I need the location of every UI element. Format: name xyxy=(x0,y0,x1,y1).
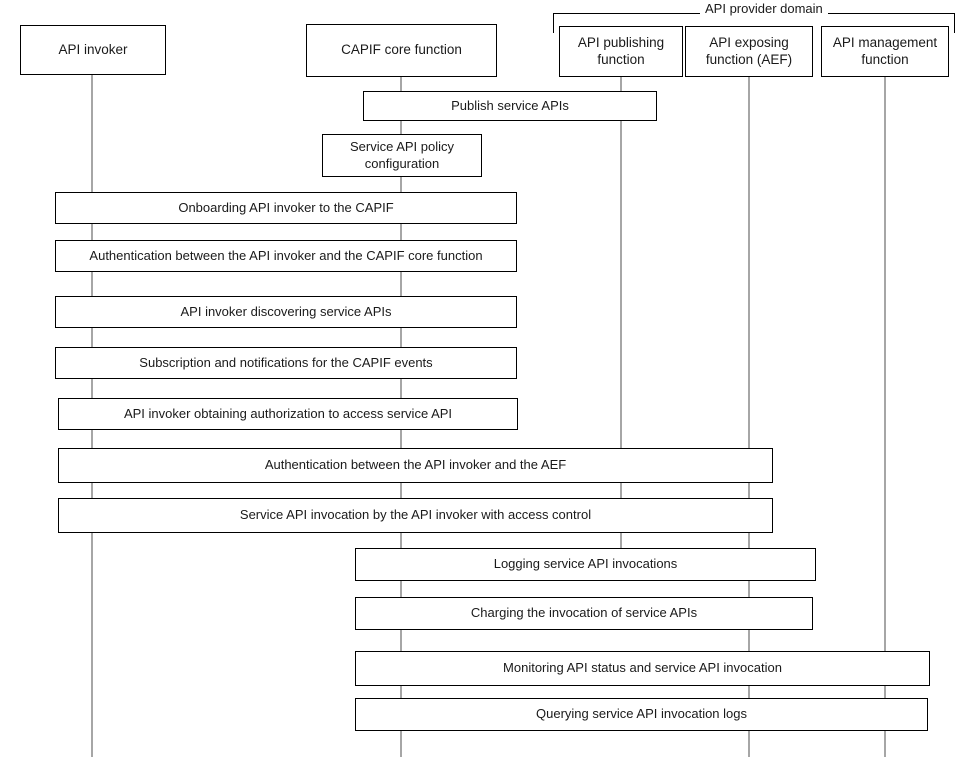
step-authentication-invoker-core[interactable]: Authentication between the API invoker a… xyxy=(55,240,517,272)
step-discovering-service-apis-label: API invoker discovering service APIs xyxy=(180,303,392,319)
actor-api-exposing-function-label: API exposing function (AEF) xyxy=(705,34,793,67)
step-onboarding-api-invoker[interactable]: Onboarding API invoker to the CAPIF xyxy=(55,192,517,224)
step-discovering-service-apis[interactable]: API invoker discovering service APIs xyxy=(55,296,517,328)
lifeline-api-management-function xyxy=(884,77,886,757)
lifeline-api-exposing-function xyxy=(748,77,750,757)
step-monitoring-api-status-label: Monitoring API status and service API in… xyxy=(503,660,782,676)
step-publish-service-apis[interactable]: Publish service APIs xyxy=(363,91,657,121)
actor-api-management-function-label: API management function xyxy=(832,34,938,67)
step-authentication-invoker-core-label: Authentication between the API invoker a… xyxy=(89,247,483,263)
step-monitoring-api-status[interactable]: Monitoring API status and service API in… xyxy=(355,651,930,686)
step-authentication-invoker-aef[interactable]: Authentication between the API invoker a… xyxy=(58,448,773,483)
actor-api-management-function[interactable]: API management function xyxy=(821,26,949,77)
step-querying-invocation-logs[interactable]: Querying service API invocation logs xyxy=(355,698,928,731)
actor-capif-core-function[interactable]: CAPIF core function xyxy=(306,24,497,77)
actor-api-invoker[interactable]: API invoker xyxy=(20,25,166,75)
lifeline-api-publishing-function xyxy=(620,77,622,563)
step-publish-service-apis-label: Publish service APIs xyxy=(451,97,569,113)
actor-capif-core-function-label: CAPIF core function xyxy=(341,42,462,58)
step-service-api-policy-configuration[interactable]: Service API policy configuration xyxy=(322,134,482,177)
step-querying-invocation-logs-label: Querying service API invocation logs xyxy=(536,706,747,722)
step-service-api-policy-configuration-label: Service API policy configuration xyxy=(349,138,455,171)
step-logging-service-api-invocations[interactable]: Logging service API invocations xyxy=(355,548,816,581)
step-charging-invocation[interactable]: Charging the invocation of service APIs xyxy=(355,597,813,630)
step-subscription-notifications-label: Subscription and notifications for the C… xyxy=(139,354,433,370)
step-service-api-invocation-label: Service API invocation by the API invoke… xyxy=(239,507,592,523)
step-obtaining-authorization[interactable]: API invoker obtaining authorization to a… xyxy=(58,398,518,430)
actor-api-publishing-function[interactable]: API publishing function xyxy=(559,26,683,77)
actor-api-publishing-function-label: API publishing function xyxy=(577,34,665,67)
step-charging-invocation-label: Charging the invocation of service APIs xyxy=(470,605,698,621)
step-logging-service-api-invocations-label: Logging service API invocations xyxy=(493,556,678,572)
step-service-api-invocation[interactable]: Service API invocation by the API invoke… xyxy=(58,498,773,533)
step-authentication-invoker-aef-label: Authentication between the API invoker a… xyxy=(264,457,567,473)
actor-api-exposing-function[interactable]: API exposing function (AEF) xyxy=(685,26,813,77)
api-provider-domain-label: API provider domain xyxy=(700,1,828,17)
step-subscription-notifications[interactable]: Subscription and notifications for the C… xyxy=(55,347,517,379)
step-obtaining-authorization-label: API invoker obtaining authorization to a… xyxy=(123,405,453,421)
actor-api-invoker-label: API invoker xyxy=(58,41,128,57)
step-onboarding-api-invoker-label: Onboarding API invoker to the CAPIF xyxy=(178,199,394,215)
